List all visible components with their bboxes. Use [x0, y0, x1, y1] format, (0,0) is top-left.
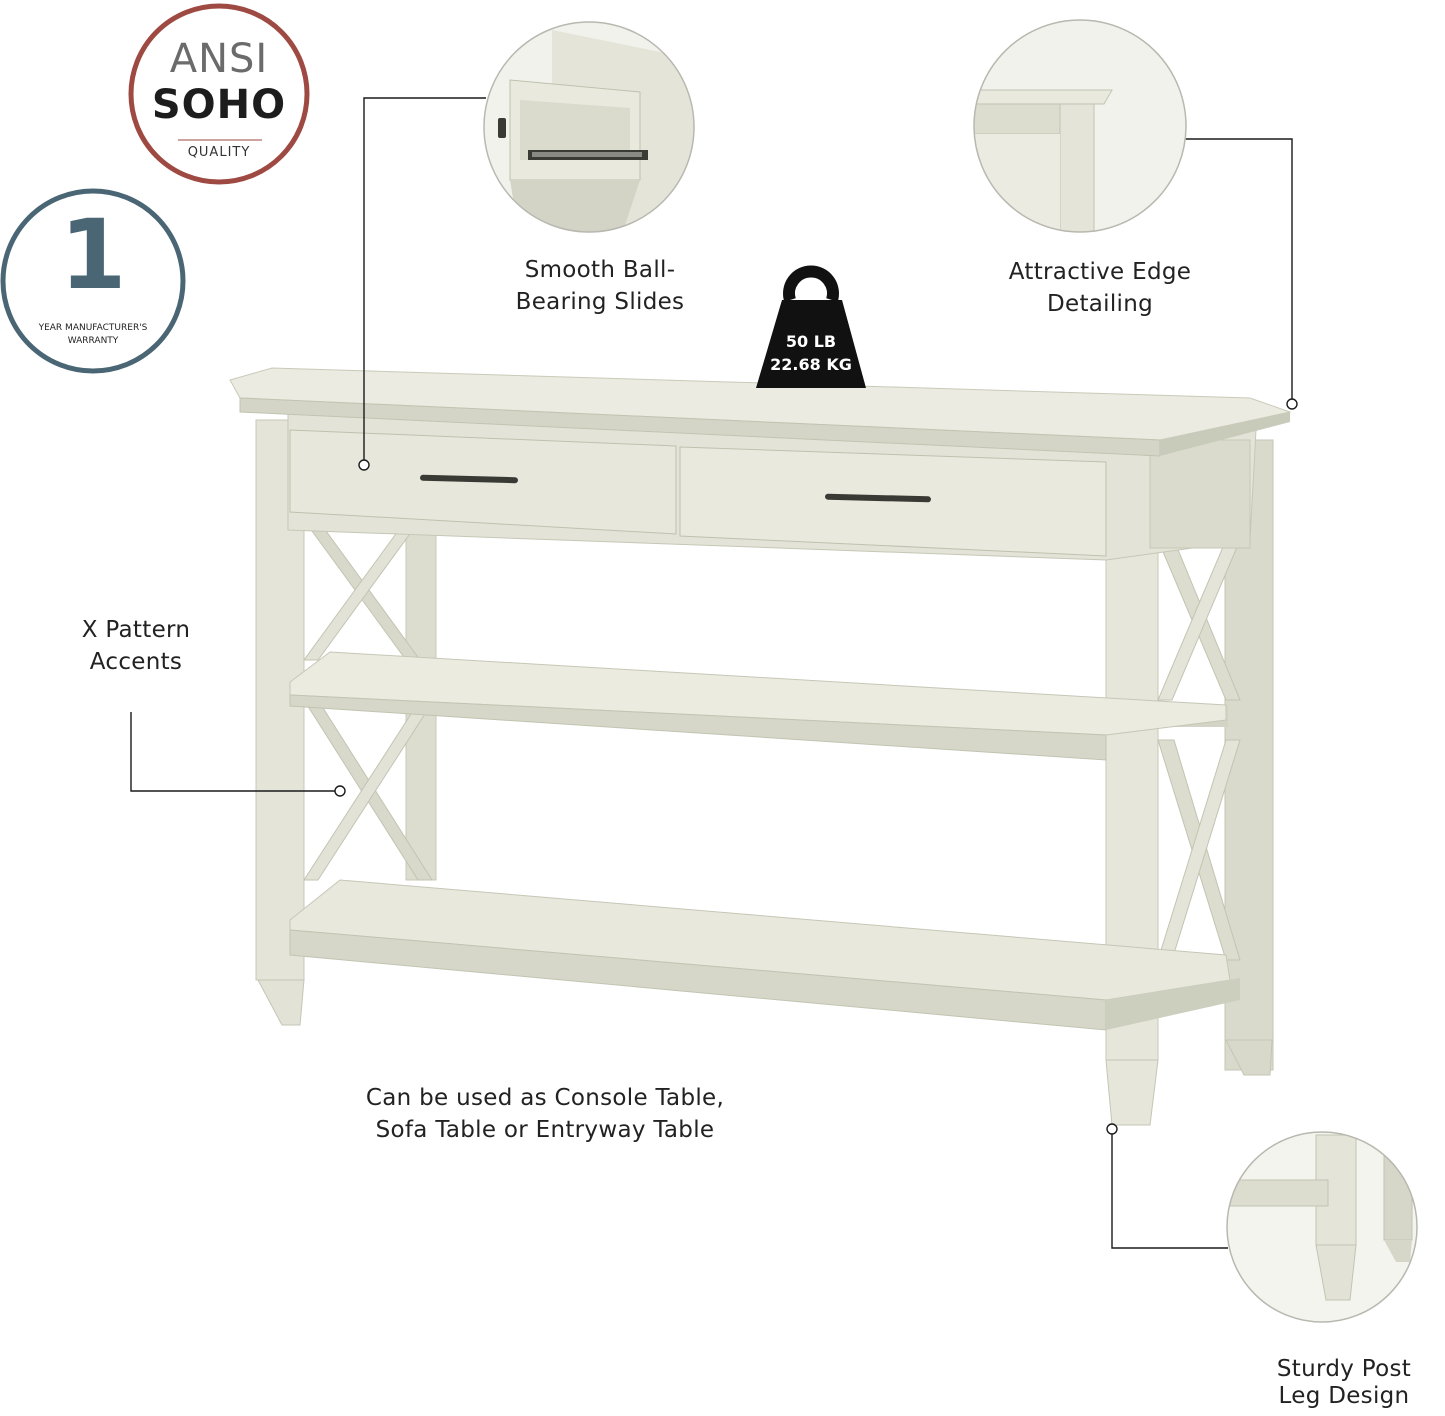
callout-line: Leg Design	[1278, 1383, 1410, 1409]
weight-lb: 50 LB	[785, 332, 837, 351]
quality-label: QUALITY	[187, 145, 251, 160]
callout-line: Can be used as Console Table,	[365, 1085, 725, 1111]
warranty-line1: YEAR MANUFACTURER'S	[38, 323, 148, 333]
callout-usage: Can be used as Console Table, Sofa Table…	[330, 1082, 760, 1146]
soho-label: SOHO	[151, 82, 287, 128]
callout-line: Smooth Ball-	[524, 257, 676, 283]
callout-post-leg-design: Sturdy Post Leg Design	[1244, 1356, 1444, 1410]
callout-line: Accents	[89, 649, 183, 675]
callout-edge-detailing: Attractive Edge Detailing	[975, 256, 1225, 320]
callout-line: X Pattern	[81, 617, 191, 643]
callout-line: Sofa Table or Entryway Table	[375, 1117, 715, 1143]
weight-icon: 50 LB 22.68 KG	[756, 280, 866, 388]
ansi-label: ANSI	[169, 36, 269, 82]
callout-line: Sturdy Post	[1276, 1356, 1412, 1382]
callout-line: Bearing Slides	[515, 289, 685, 315]
callout-line: Detailing	[1046, 291, 1154, 317]
callout-line: Attractive Edge	[1008, 259, 1192, 285]
warranty-line2: WARRANTY	[67, 336, 119, 346]
warranty-number: 1	[59, 199, 127, 311]
callout-x-pattern-accents: X Pattern Accents	[46, 614, 226, 678]
ansi-soho-badge: ANSI SOHO QUALITY	[131, 6, 307, 182]
weight-kg: 22.68 KG	[770, 355, 852, 374]
warranty-badge: 1 YEAR MANUFACTURER'S WARRANTY	[3, 191, 183, 371]
callout-ball-bearing-slides: Smooth Ball- Bearing Slides	[480, 254, 720, 318]
